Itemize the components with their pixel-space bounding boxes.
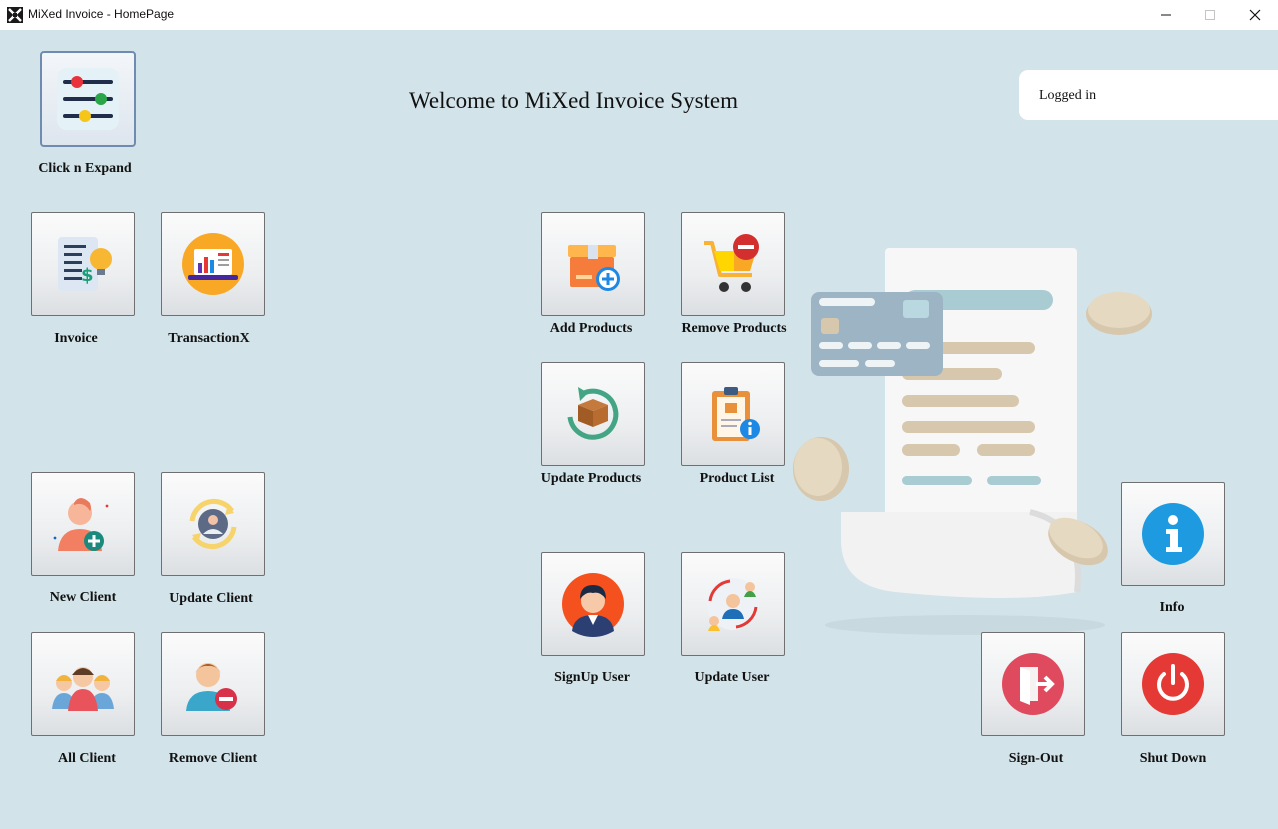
- expand-button[interactable]: [40, 51, 136, 147]
- add-products-button[interactable]: [541, 212, 645, 316]
- update-products-label: Update Products: [540, 471, 642, 486]
- remove-products-button[interactable]: [681, 212, 785, 316]
- product-list-label: Product List: [699, 471, 775, 486]
- laptop-chart-icon: [182, 233, 244, 295]
- minimize-button[interactable]: [1143, 0, 1189, 30]
- box-plus-icon: [568, 245, 620, 291]
- update-user-button[interactable]: [681, 552, 785, 656]
- new-client-label: New Client: [49, 590, 117, 605]
- close-button[interactable]: [1232, 0, 1278, 30]
- sign-out-button[interactable]: [981, 632, 1085, 736]
- cart-minus-icon: [704, 234, 759, 292]
- shut-down-label: Shut Down: [1139, 751, 1207, 766]
- minimize-icon: [1161, 14, 1171, 16]
- exit-door-icon: [1002, 653, 1064, 715]
- remove-client-button[interactable]: [161, 632, 265, 736]
- invoice-button[interactable]: $: [31, 212, 135, 316]
- transactionx-button[interactable]: [161, 212, 265, 316]
- maximize-button[interactable]: [1187, 0, 1233, 30]
- login-status-text: Logged in: [1039, 88, 1097, 103]
- window-title: MiXed Invoice - HomePage: [28, 7, 175, 21]
- update-client-label: Update Client: [169, 591, 253, 606]
- invoice-dollar-icon: $: [58, 237, 112, 291]
- all-client-button[interactable]: [31, 632, 135, 736]
- power-icon: [1142, 653, 1204, 715]
- receipt-illustration: [793, 248, 1152, 635]
- invoice-label: Invoice: [54, 331, 98, 346]
- svg-text:$: $: [81, 265, 94, 286]
- shut-down-button[interactable]: [1121, 632, 1225, 736]
- add-products-label: Add Products: [549, 321, 633, 336]
- transactionx-label: TransactionX: [168, 331, 250, 346]
- clipboard-info-icon: [712, 387, 760, 441]
- refresh-user-icon: [189, 499, 237, 549]
- user-avatar-icon: [562, 573, 624, 637]
- login-status-panel: Logged in: [1019, 70, 1278, 120]
- expand-label: Click n Expand: [38, 161, 132, 176]
- info-button[interactable]: [1121, 482, 1225, 586]
- signup-user-label: SignUp User: [554, 670, 630, 685]
- sliders-icon: [57, 68, 119, 130]
- group-icon: [52, 667, 114, 711]
- remove-products-label: Remove Products: [681, 321, 787, 336]
- update-products-button[interactable]: [541, 362, 645, 466]
- new-client-button[interactable]: [31, 472, 135, 576]
- remove-person-icon: [186, 663, 237, 711]
- update-client-button[interactable]: [161, 472, 265, 576]
- app-logo-icon: [7, 7, 23, 23]
- box-refresh-icon: [567, 387, 619, 440]
- info-icon: [1142, 503, 1204, 565]
- close-icon: [1249, 9, 1261, 21]
- title-bar: MiXed Invoice - HomePage: [0, 0, 1278, 30]
- welcome-heading: Welcome to MiXed Invoice System: [409, 88, 739, 113]
- add-person-icon: [53, 498, 109, 551]
- signup-user-button[interactable]: [541, 552, 645, 656]
- all-client-label: All Client: [58, 751, 116, 766]
- maximize-icon: [1205, 10, 1215, 20]
- product-list-button[interactable]: [681, 362, 785, 466]
- info-label: Info: [1159, 600, 1185, 615]
- sign-out-label: Sign-Out: [1008, 751, 1064, 766]
- users-swap-icon: [707, 578, 759, 631]
- update-user-label: Update User: [694, 670, 770, 685]
- remove-client-label: Remove Client: [168, 751, 258, 766]
